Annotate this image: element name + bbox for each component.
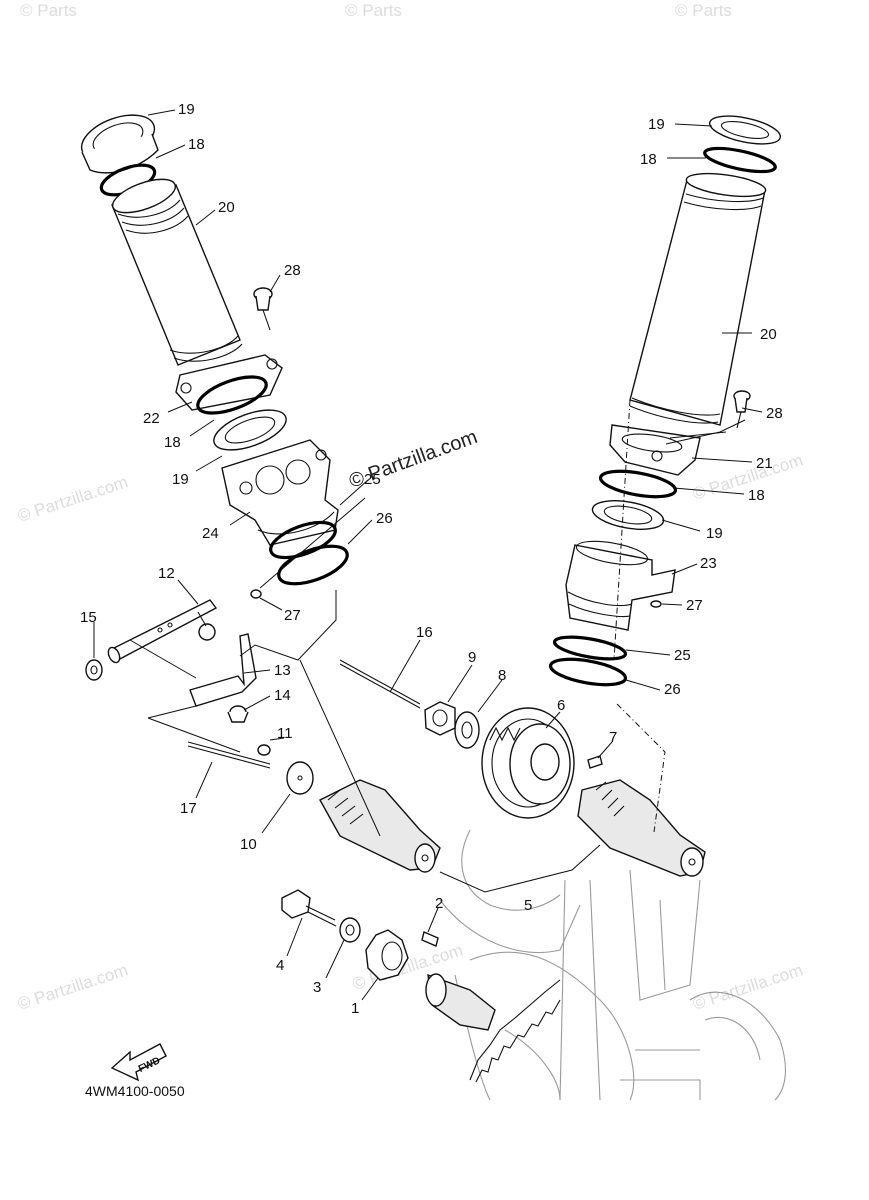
callout-18-left-mid: 18 <box>164 434 181 451</box>
callout-2: 2 <box>435 895 443 912</box>
callout-19-right-top: 19 <box>648 116 665 133</box>
callout-1: 1 <box>351 1000 359 1017</box>
shift-shaft-assembly <box>85 599 480 795</box>
callout-7: 7 <box>609 729 617 746</box>
callout-18-right-top: 18 <box>640 151 657 168</box>
callout-13: 13 <box>274 662 291 679</box>
callout-26-left: 26 <box>376 510 393 527</box>
callout-16: 16 <box>416 624 433 641</box>
callout-5: 5 <box>524 897 532 914</box>
watermark-left-middle: © Partzilla.com <box>15 472 130 525</box>
callout-25-right: 25 <box>674 647 691 664</box>
callout-26-right: 26 <box>664 681 681 698</box>
watermark-right-bottom: © Partzilla.com <box>690 960 805 1013</box>
callout-25-left: 25 <box>364 471 381 488</box>
watermark-left-bottom: © Partzilla.com <box>15 960 130 1013</box>
callout-19-right-mid: 19 <box>706 525 723 542</box>
callout-17: 17 <box>180 800 197 817</box>
callout-28-right: 28 <box>766 405 783 422</box>
callout-19-left-top: 19 <box>178 101 195 118</box>
camshaft-assembly <box>281 707 706 1031</box>
callout-10: 10 <box>240 836 257 853</box>
callout-8: 8 <box>498 667 506 684</box>
callout-9: 9 <box>468 649 476 666</box>
callout-15: 15 <box>80 609 97 626</box>
watermark-top-right: © Parts <box>675 1 732 20</box>
callout-4: 4 <box>276 957 284 974</box>
engine-case-outline <box>439 829 786 1101</box>
callout-20-left: 20 <box>218 199 235 216</box>
left-tube-assembly <box>80 114 349 599</box>
callout-21: 21 <box>756 455 773 472</box>
watermark-top-left: © Parts <box>20 1 77 20</box>
callout-11: 11 <box>277 725 293 742</box>
callout-19-left-mid: 19 <box>172 471 189 488</box>
callout-27-left: 27 <box>284 607 301 624</box>
callout-18-left-top: 18 <box>188 136 205 153</box>
fwd-arrow-icon: FWD <box>110 1043 167 1082</box>
right-tube-assembly <box>548 115 782 687</box>
callout-6: 6 <box>557 697 565 714</box>
callout-3: 3 <box>313 979 321 996</box>
callouts: 19 18 20 28 22 18 19 24 25 26 27 12 15 1… <box>80 101 783 1017</box>
callout-23: 23 <box>700 555 717 572</box>
diagram-code: 4WM4100-0050 <box>85 1083 185 1099</box>
callout-18-right-mid: 18 <box>748 487 765 504</box>
callout-20-right: 20 <box>760 326 777 343</box>
callout-12: 12 <box>158 565 175 582</box>
watermark-top-middle: © Parts <box>345 1 402 20</box>
callout-22: 22 <box>143 410 160 427</box>
callout-14: 14 <box>274 687 291 704</box>
callout-24: 24 <box>202 525 219 542</box>
callout-28-left: 28 <box>284 262 301 279</box>
leader-lines <box>93 109 763 1001</box>
callout-27-right: 27 <box>686 597 703 614</box>
